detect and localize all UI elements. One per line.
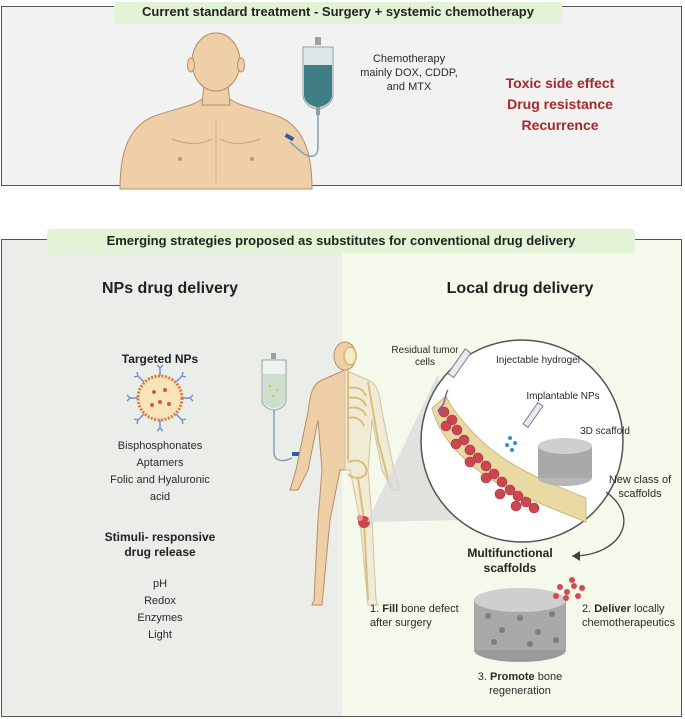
stimuli-list: pH Redox Enzymes Light [100, 576, 220, 644]
fill-line-2: after surgery [370, 617, 432, 629]
residual-line-1: Residual tumor [391, 345, 459, 356]
fill-bone-label: 1. Fill bone defect after surgery [370, 602, 460, 630]
promote-keyword: Promote [490, 671, 535, 683]
multifunctional-line-2: scaffolds [483, 561, 537, 575]
stimuli-title-line-1: Stimuli- responsive [104, 530, 216, 544]
stimuli-title: Stimuli- responsive drug release [80, 530, 240, 560]
deliver-label: 2. Deliver locally chemotherapeutics [582, 602, 685, 630]
stimuli-item: Enzymes [137, 612, 183, 624]
targeted-nps-title: Targeted NPs [121, 352, 199, 366]
implantable-nps-label: Implantable NPs [526, 391, 600, 402]
scaffold-icon [538, 438, 592, 486]
new-class-line-1: New class of [608, 474, 672, 486]
residual-cells-label: Residual tumor cells [383, 345, 467, 369]
human-figure-icon [289, 341, 401, 606]
ligand-item: Bisphosphonates [117, 440, 203, 452]
new-class-label: New class of scaffolds [600, 473, 680, 501]
promote-number: 3. [477, 671, 491, 683]
multifunctional-scaffold-icon [474, 588, 566, 662]
effect-recurrence: Recurrence [521, 117, 599, 133]
promote-rest: bone [534, 671, 563, 683]
fill-number: 1. [370, 603, 383, 615]
nps-heading: NPs drug delivery [101, 280, 239, 297]
ligand-item: Aptamers [136, 457, 184, 469]
stimuli-title-line-2: drug release [124, 545, 196, 559]
zoom-circle [420, 339, 624, 543]
chemotherapy-label: Chemotherapy mainly DOX, CDDP, and MTX [344, 52, 474, 94]
current-treatment-panel: Current standard treatment - Surgery + s… [1, 2, 682, 190]
residual-line-2: cells [414, 357, 435, 368]
promote-line-2: regeneration [489, 685, 551, 697]
new-class-line-2: scaffolds [618, 488, 662, 500]
fill-rest: bone defect [398, 603, 459, 615]
chemo-line-2: mainly DOX, CDDP, [360, 67, 458, 79]
stimuli-item: Light [148, 629, 172, 641]
deliver-line-2: chemotherapeutics [582, 617, 675, 629]
drug-particles-icon [553, 577, 585, 601]
stimuli-item: Redox [144, 595, 176, 607]
fill-keyword: Fill [382, 603, 399, 615]
chemo-line-1: Chemotherapy [372, 53, 446, 65]
targeted-ligands-list: Bisphosphonates Aptamers Folic and Hyalu… [90, 438, 230, 506]
multifunctional-title: Multifunctional scaffolds [450, 546, 570, 576]
ligand-item: Folic and Hyaluronic [110, 474, 210, 486]
tumor-cells [438, 406, 540, 514]
deliver-rest: locally [630, 603, 665, 615]
deliver-number: 2. [582, 603, 595, 615]
syringe-icon [437, 348, 544, 452]
side-effects-list: Toxic side effect Drug resistance Recurr… [480, 73, 640, 136]
effect-toxic: Toxic side effect [505, 75, 615, 91]
ligand-item: acid [149, 491, 171, 503]
patient-figure-icon [119, 32, 334, 190]
iv-bag-icon [261, 353, 300, 462]
effect-resistance: Drug resistance [507, 96, 613, 112]
emerging-strategies-banner: Emerging strategies proposed as substitu… [47, 229, 635, 253]
current-treatment-banner: Current standard treatment - Surgery + s… [114, 2, 562, 24]
injectable-hydrogel-label: Injectable hydrogel [496, 355, 580, 366]
multifunctional-line-1: Multifunctional [467, 546, 553, 560]
promote-label: 3. Promote bone regeneration [460, 670, 580, 698]
stimuli-item: pH [152, 578, 168, 590]
chemo-line-3: and MTX [386, 81, 432, 93]
deliver-keyword: Deliver [594, 603, 631, 615]
3d-scaffold-label: 3D scaffold [580, 426, 630, 437]
local-heading: Local drug delivery [446, 280, 594, 297]
nps-section-bg [2, 240, 342, 716]
